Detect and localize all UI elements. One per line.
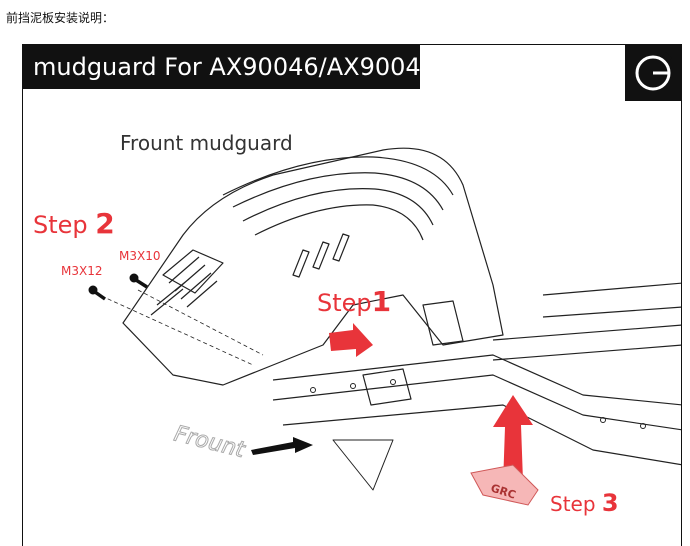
mudguard-assembly-illustration: Frount GRC xyxy=(88,147,681,506)
step-2-label: Step 2 xyxy=(33,207,115,240)
mudguard-ribs xyxy=(222,156,454,241)
step-3-word: Step xyxy=(550,492,596,516)
install-arrows xyxy=(329,323,533,485)
chassis-rail-bottom xyxy=(282,404,681,466)
arrow-step3 xyxy=(493,395,533,485)
vent-louvers xyxy=(150,249,224,316)
chassis-rail-lower xyxy=(272,374,681,431)
step-2-word: Step xyxy=(33,211,88,239)
mudguard-shell xyxy=(122,147,504,386)
instruction-panel: Frount GRC mudguard For AX90046/AX90047 … xyxy=(22,44,682,546)
step-1-label: Step1 xyxy=(317,285,391,318)
screw-label-m3x12: M3X12 xyxy=(61,264,103,278)
screw-label-m3x10: M3X10 xyxy=(119,249,161,263)
page-title: mudguard For AX90046/AX90047 xyxy=(23,45,436,89)
g-logo-icon xyxy=(635,52,672,91)
grc-bracket-part: GRC xyxy=(470,464,539,506)
part-title: Frount mudguard xyxy=(120,131,293,155)
forward-arrow-icon xyxy=(251,437,313,455)
direction-label: Frount xyxy=(172,422,249,464)
step-3-label: Step 3 xyxy=(550,489,619,517)
bracket-block xyxy=(362,300,464,406)
wheel-hub xyxy=(332,439,394,491)
screw-icons xyxy=(88,273,148,301)
step-3-number: 3 xyxy=(601,489,619,517)
rail-holes xyxy=(310,379,646,429)
mudguard-slots xyxy=(292,233,350,278)
step-1-number: 1 xyxy=(371,285,392,318)
chassis-rail-upper xyxy=(272,354,681,406)
chassis-side-rail xyxy=(492,282,681,361)
arrow-step1 xyxy=(329,323,373,357)
page-caption: 前挡泥板安装说明： xyxy=(6,11,115,25)
step-2-number: 2 xyxy=(95,207,115,240)
screw-guide-lines xyxy=(94,289,264,366)
brand-logo xyxy=(625,45,681,101)
step-1-word: Step xyxy=(317,289,372,317)
